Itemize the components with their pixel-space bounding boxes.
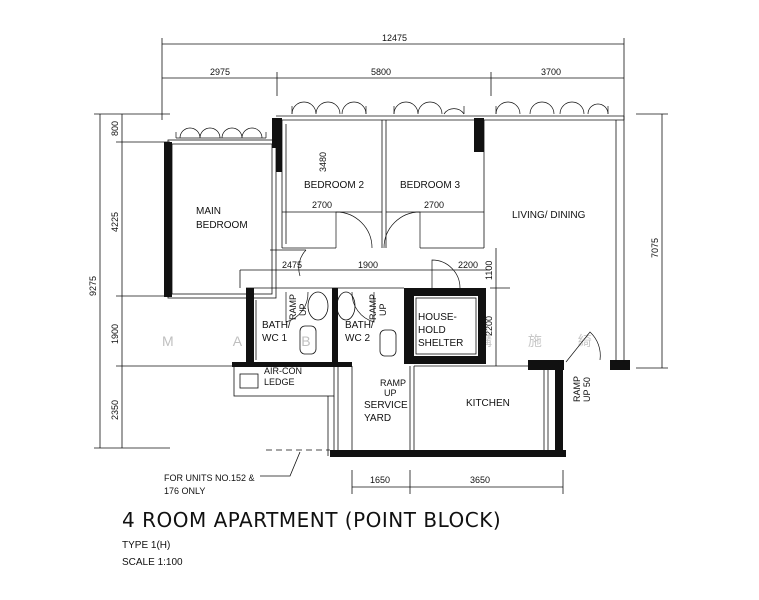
- dim-top-mid: 5800: [371, 67, 391, 77]
- dim-left-total: 9275: [88, 276, 98, 296]
- doors: [266, 211, 601, 451]
- ramp-bath2-1: RAMP: [368, 294, 378, 320]
- plan-title: 4 ROOM APARTMENT (POINT BLOCK): [122, 508, 502, 532]
- dim-bottom-3650: 3650: [470, 475, 490, 485]
- label-bedroom-2: BEDROOM 2: [304, 180, 364, 191]
- label-main-bedroom-1: MAIN: [196, 206, 221, 217]
- fixtures: [239, 291, 397, 389]
- label-shelter-2: HOLD: [418, 325, 446, 336]
- dim-left-1900: 1900: [110, 324, 120, 344]
- label-bath1-2: WC 1: [262, 333, 287, 344]
- ramp-bath2-2: UP: [378, 303, 388, 316]
- dim-left-800: 800: [110, 121, 120, 136]
- right-dimensions: 7075: [636, 113, 668, 369]
- watermark-cjk: 構 施 綺: [478, 333, 608, 349]
- scale-label: SCALE 1:100: [122, 557, 183, 568]
- dim-left-2350: 2350: [110, 400, 120, 420]
- dim-bed2-width: 2700: [312, 200, 332, 210]
- bottom-dimensions: 1650 3650: [351, 470, 564, 494]
- ramp-service-1: RAMP: [380, 378, 406, 388]
- left-dimensions: 9275 800 4225 1900 2350: [88, 113, 232, 449]
- unit-note: FOR UNITS NO.152 & 176 ONLY: [164, 451, 301, 496]
- label-shelter-3: SHELTER: [418, 338, 463, 349]
- label-aircon-1: AIR-CON: [264, 366, 302, 376]
- label-kitchen: KITCHEN: [466, 398, 510, 409]
- note-line-1: FOR UNITS NO.152 &: [164, 473, 255, 483]
- note-line-2: 176 ONLY: [164, 486, 205, 496]
- ramp-entry-1: RAMP: [572, 376, 582, 402]
- dim-top-left: 2975: [210, 67, 230, 77]
- label-bath1-1: BATH/: [262, 320, 291, 331]
- windows: [175, 101, 609, 139]
- label-service-2: YARD: [364, 413, 391, 424]
- label-aircon-2: LEDGE: [264, 377, 295, 387]
- dim-row-2200: 2200: [458, 260, 478, 270]
- dim-overall-width: 12475: [382, 33, 407, 43]
- dim-top-right: 3700: [541, 67, 561, 77]
- label-bedroom-3: BEDROOM 3: [400, 180, 460, 191]
- room-labels: MAIN BEDROOM BEDROOM 2 BEDROOM 3 LIVING/…: [196, 180, 586, 424]
- ramp-bath1-1: RAMP: [288, 294, 298, 320]
- dim-left-4225: 4225: [110, 212, 120, 232]
- dim-bed3-width: 2700: [424, 200, 444, 210]
- dim-shelter-2200: 2200: [484, 316, 494, 336]
- label-bath2-2: WC 2: [345, 333, 370, 344]
- watermark-text: M A B: [162, 333, 339, 349]
- dim-row-2475: 2475: [282, 260, 302, 270]
- ramp-labels: RAMP UP RAMP UP RAMP UP RAMP UP 50: [288, 294, 592, 402]
- outlines: [167, 115, 625, 456]
- label-main-bedroom-2: BEDROOM: [196, 220, 248, 231]
- dim-bottom-1650: 1650: [370, 475, 390, 485]
- label-bath2-1: BATH/: [345, 320, 374, 331]
- interior-dimensions: 2700 2700 3480 2475 1900 2200: [282, 152, 478, 270]
- ramp-entry-2: UP 50: [582, 377, 592, 402]
- label-service-1: SERVICE: [364, 400, 408, 411]
- dim-right-7075: 7075: [650, 238, 660, 258]
- type-label: TYPE 1(H): [122, 540, 171, 551]
- top-dimensions: 12475 2975 5800 3700: [161, 33, 625, 120]
- dim-row-1900: 1900: [358, 260, 378, 270]
- dim-bed2-depth: 3480: [318, 152, 328, 172]
- label-shelter-1: HOUSE-: [418, 312, 457, 323]
- label-living-dining: LIVING/ DINING: [512, 210, 586, 221]
- ramp-service-2: UP: [384, 388, 397, 398]
- ramp-bath1-2: UP: [298, 303, 308, 316]
